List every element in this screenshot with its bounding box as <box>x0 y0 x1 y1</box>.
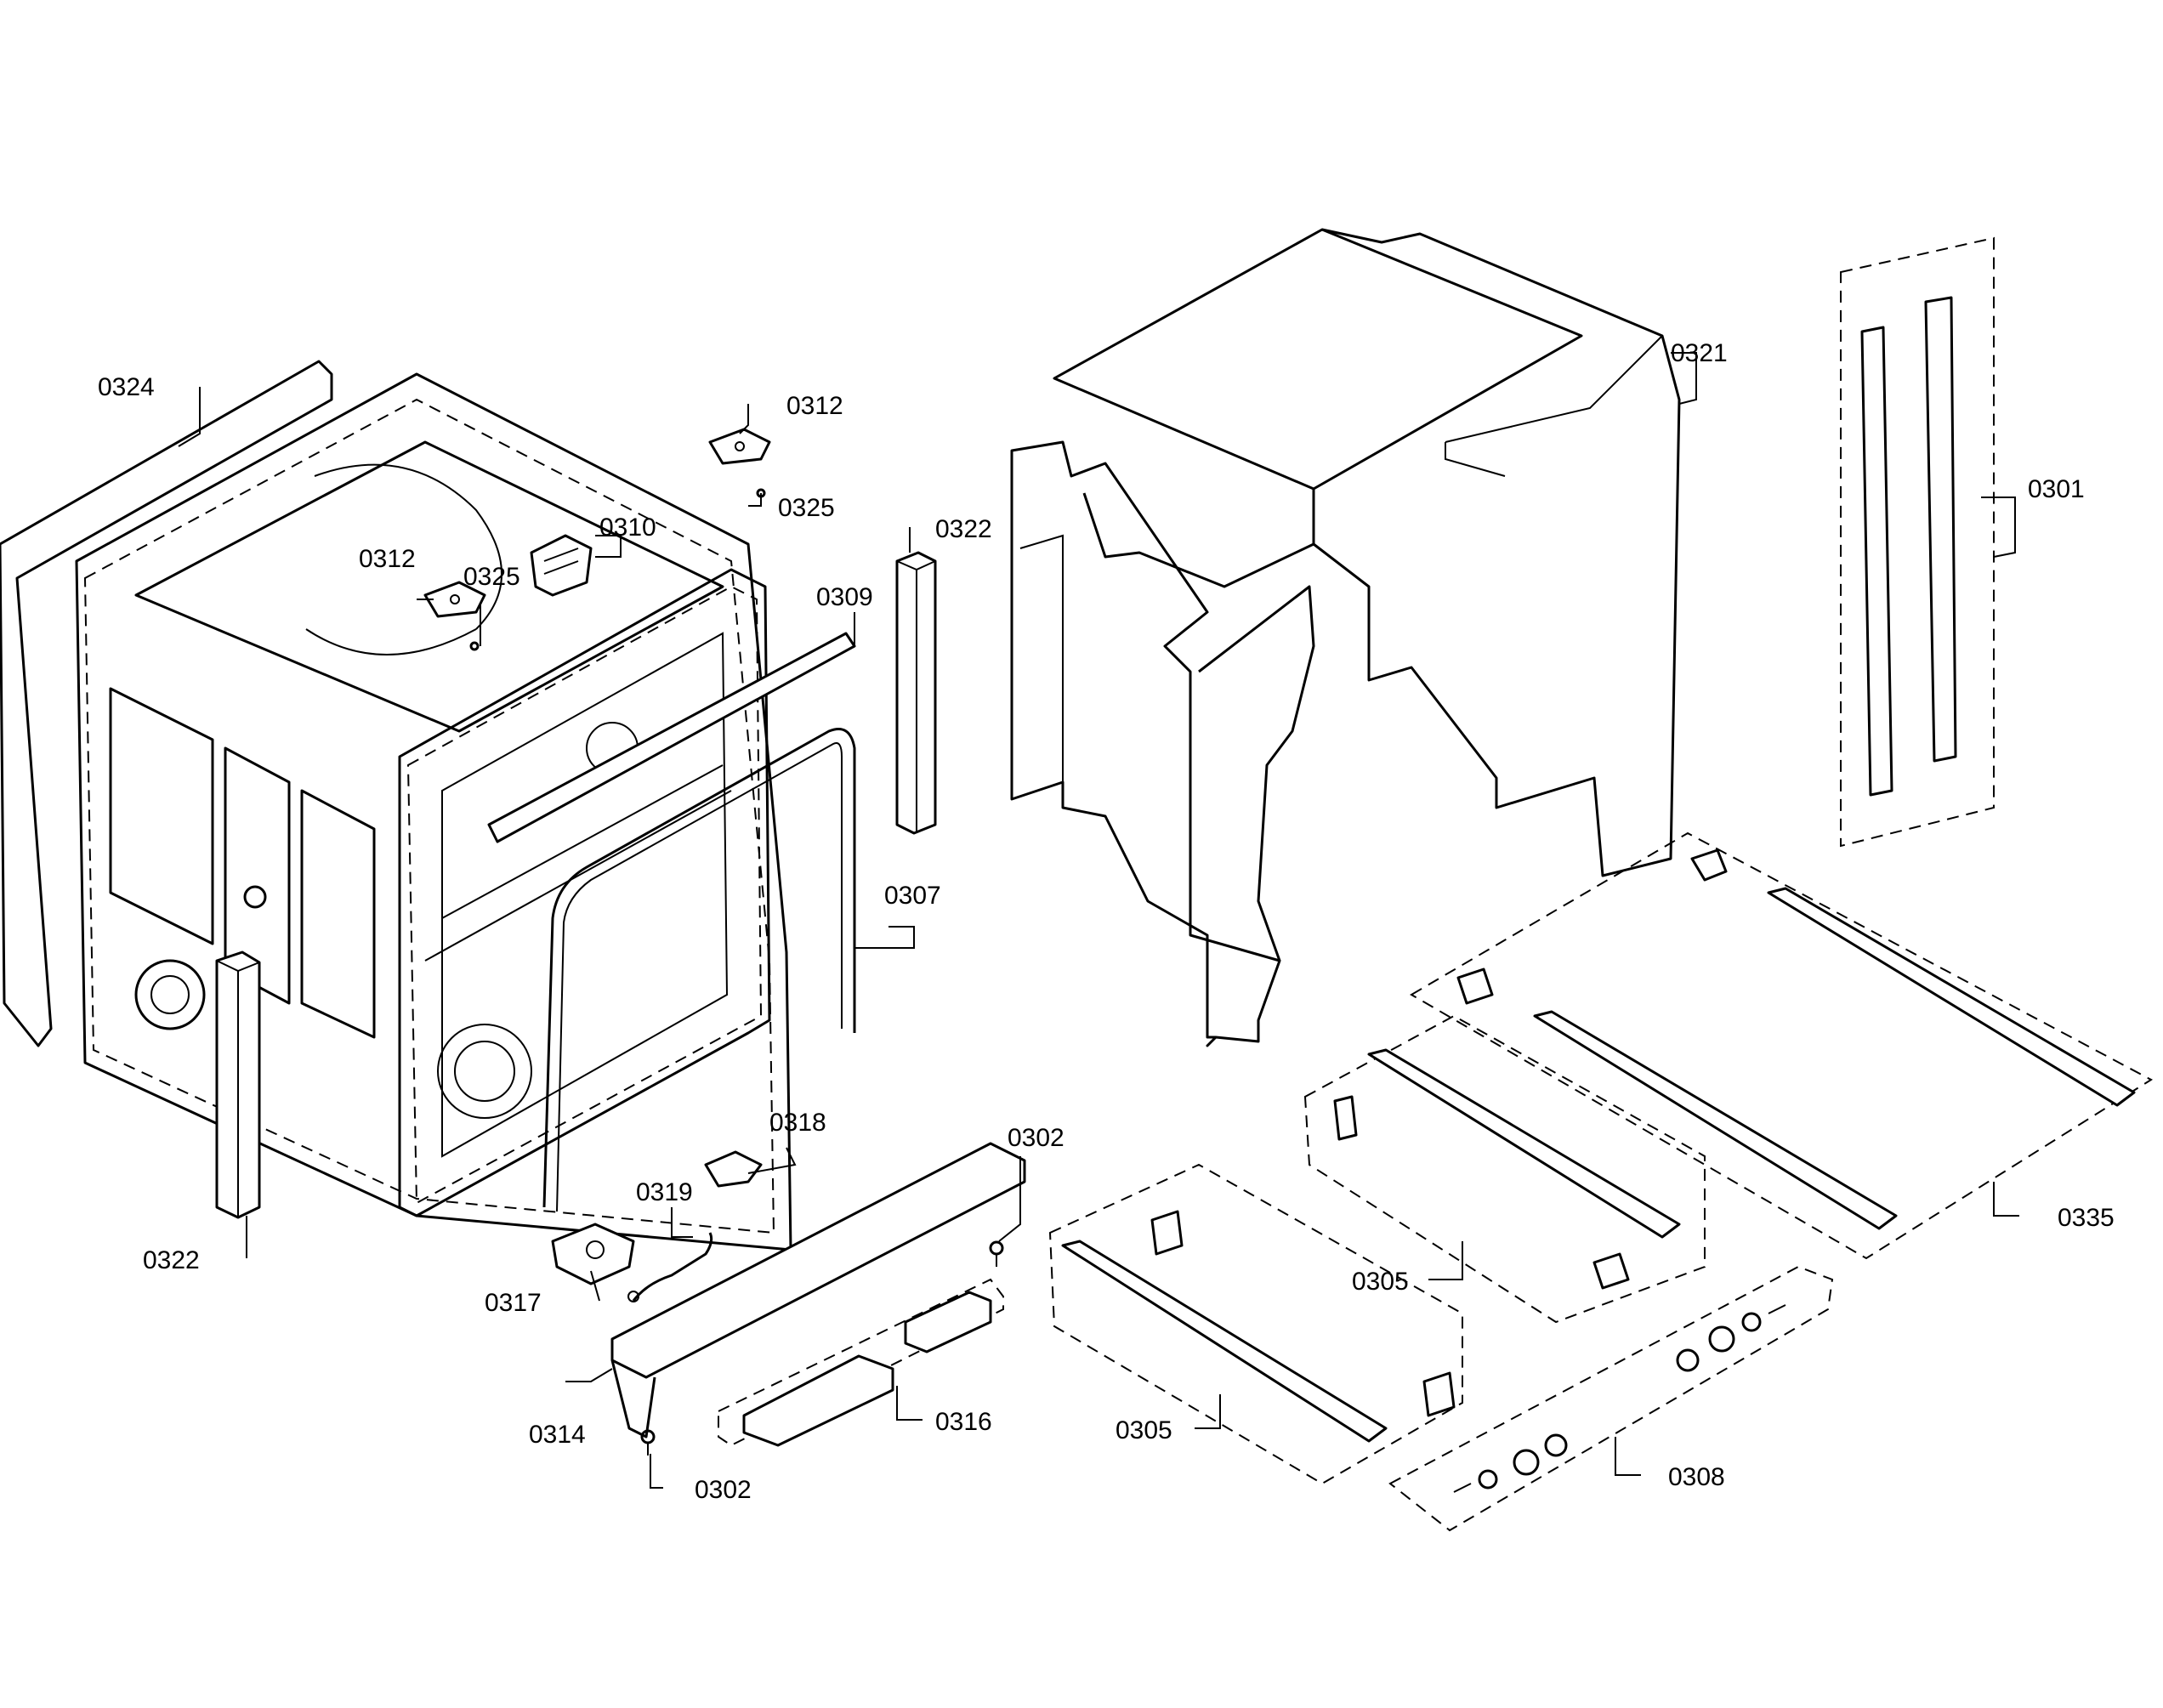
part-0301-side-trims <box>1840 236 1995 848</box>
callout-0335: 0335 <box>2058 1204 2115 1232</box>
leader-lines <box>178 352 2019 1489</box>
callout-0305-lower: 0305 <box>1116 1416 1172 1444</box>
part-0302-screws <box>640 1240 1004 1455</box>
callout-0316: 0316 <box>935 1408 992 1436</box>
part-0312-hinge-right <box>708 428 771 465</box>
callout-0319: 0319 <box>636 1178 693 1206</box>
callout-0322-right: 0322 <box>935 515 992 543</box>
part-0309-top-seal <box>487 632 856 843</box>
callout-0322-left: 0322 <box>143 1246 200 1274</box>
part-0305-rail-lower <box>1048 1163 1463 1485</box>
callout-0314: 0314 <box>529 1421 586 1449</box>
callout-0317: 0317 <box>485 1289 542 1317</box>
callout-0325-left: 0325 <box>463 563 520 591</box>
part-0310-hinge-bracket <box>530 534 593 597</box>
part-0312-hinge-left <box>423 581 486 618</box>
part-0335-rail-set <box>1410 831 2153 1260</box>
part-0319-wire-harness <box>627 1232 713 1302</box>
callout-0302-bottom: 0302 <box>695 1476 752 1504</box>
callout-0302-top: 0302 <box>1008 1124 1064 1152</box>
part-0322-strip-right <box>895 551 937 835</box>
callout-0305-upper: 0305 <box>1352 1268 1409 1296</box>
part-0324-back-panel <box>0 360 333 1047</box>
part-0316-foam-blocks <box>718 1278 1004 1447</box>
callout-0307: 0307 <box>884 882 941 910</box>
callout-labels: 0324 0301 0321 0312 0325 0310 0312 0325 … <box>98 339 2115 1504</box>
callout-0325-right: 0325 <box>778 494 835 522</box>
part-0305-rail-upper <box>1303 1014 1706 1324</box>
part-0321-insulation-blanket <box>1010 228 1681 1047</box>
callout-0309: 0309 <box>816 583 873 611</box>
part-0314-base-tray <box>610 1142 1026 1438</box>
callout-0324: 0324 <box>98 373 155 401</box>
callout-0310: 0310 <box>599 514 656 542</box>
callout-0301: 0301 <box>2028 475 2085 503</box>
callout-0312-right: 0312 <box>786 392 843 420</box>
part-0322-strip-left <box>215 950 261 1219</box>
callout-0308: 0308 <box>1668 1463 1725 1491</box>
part-0317-switch <box>551 1223 635 1285</box>
tub-assembly <box>75 372 792 1251</box>
part-0307-gasket <box>542 728 856 1212</box>
callout-0321: 0321 <box>1671 339 1728 367</box>
callout-0318: 0318 <box>769 1109 826 1137</box>
callout-0312-left: 0312 <box>359 545 416 573</box>
part-0308-wheel-set <box>1388 1265 1834 1532</box>
part-0318-clip <box>704 1150 763 1188</box>
